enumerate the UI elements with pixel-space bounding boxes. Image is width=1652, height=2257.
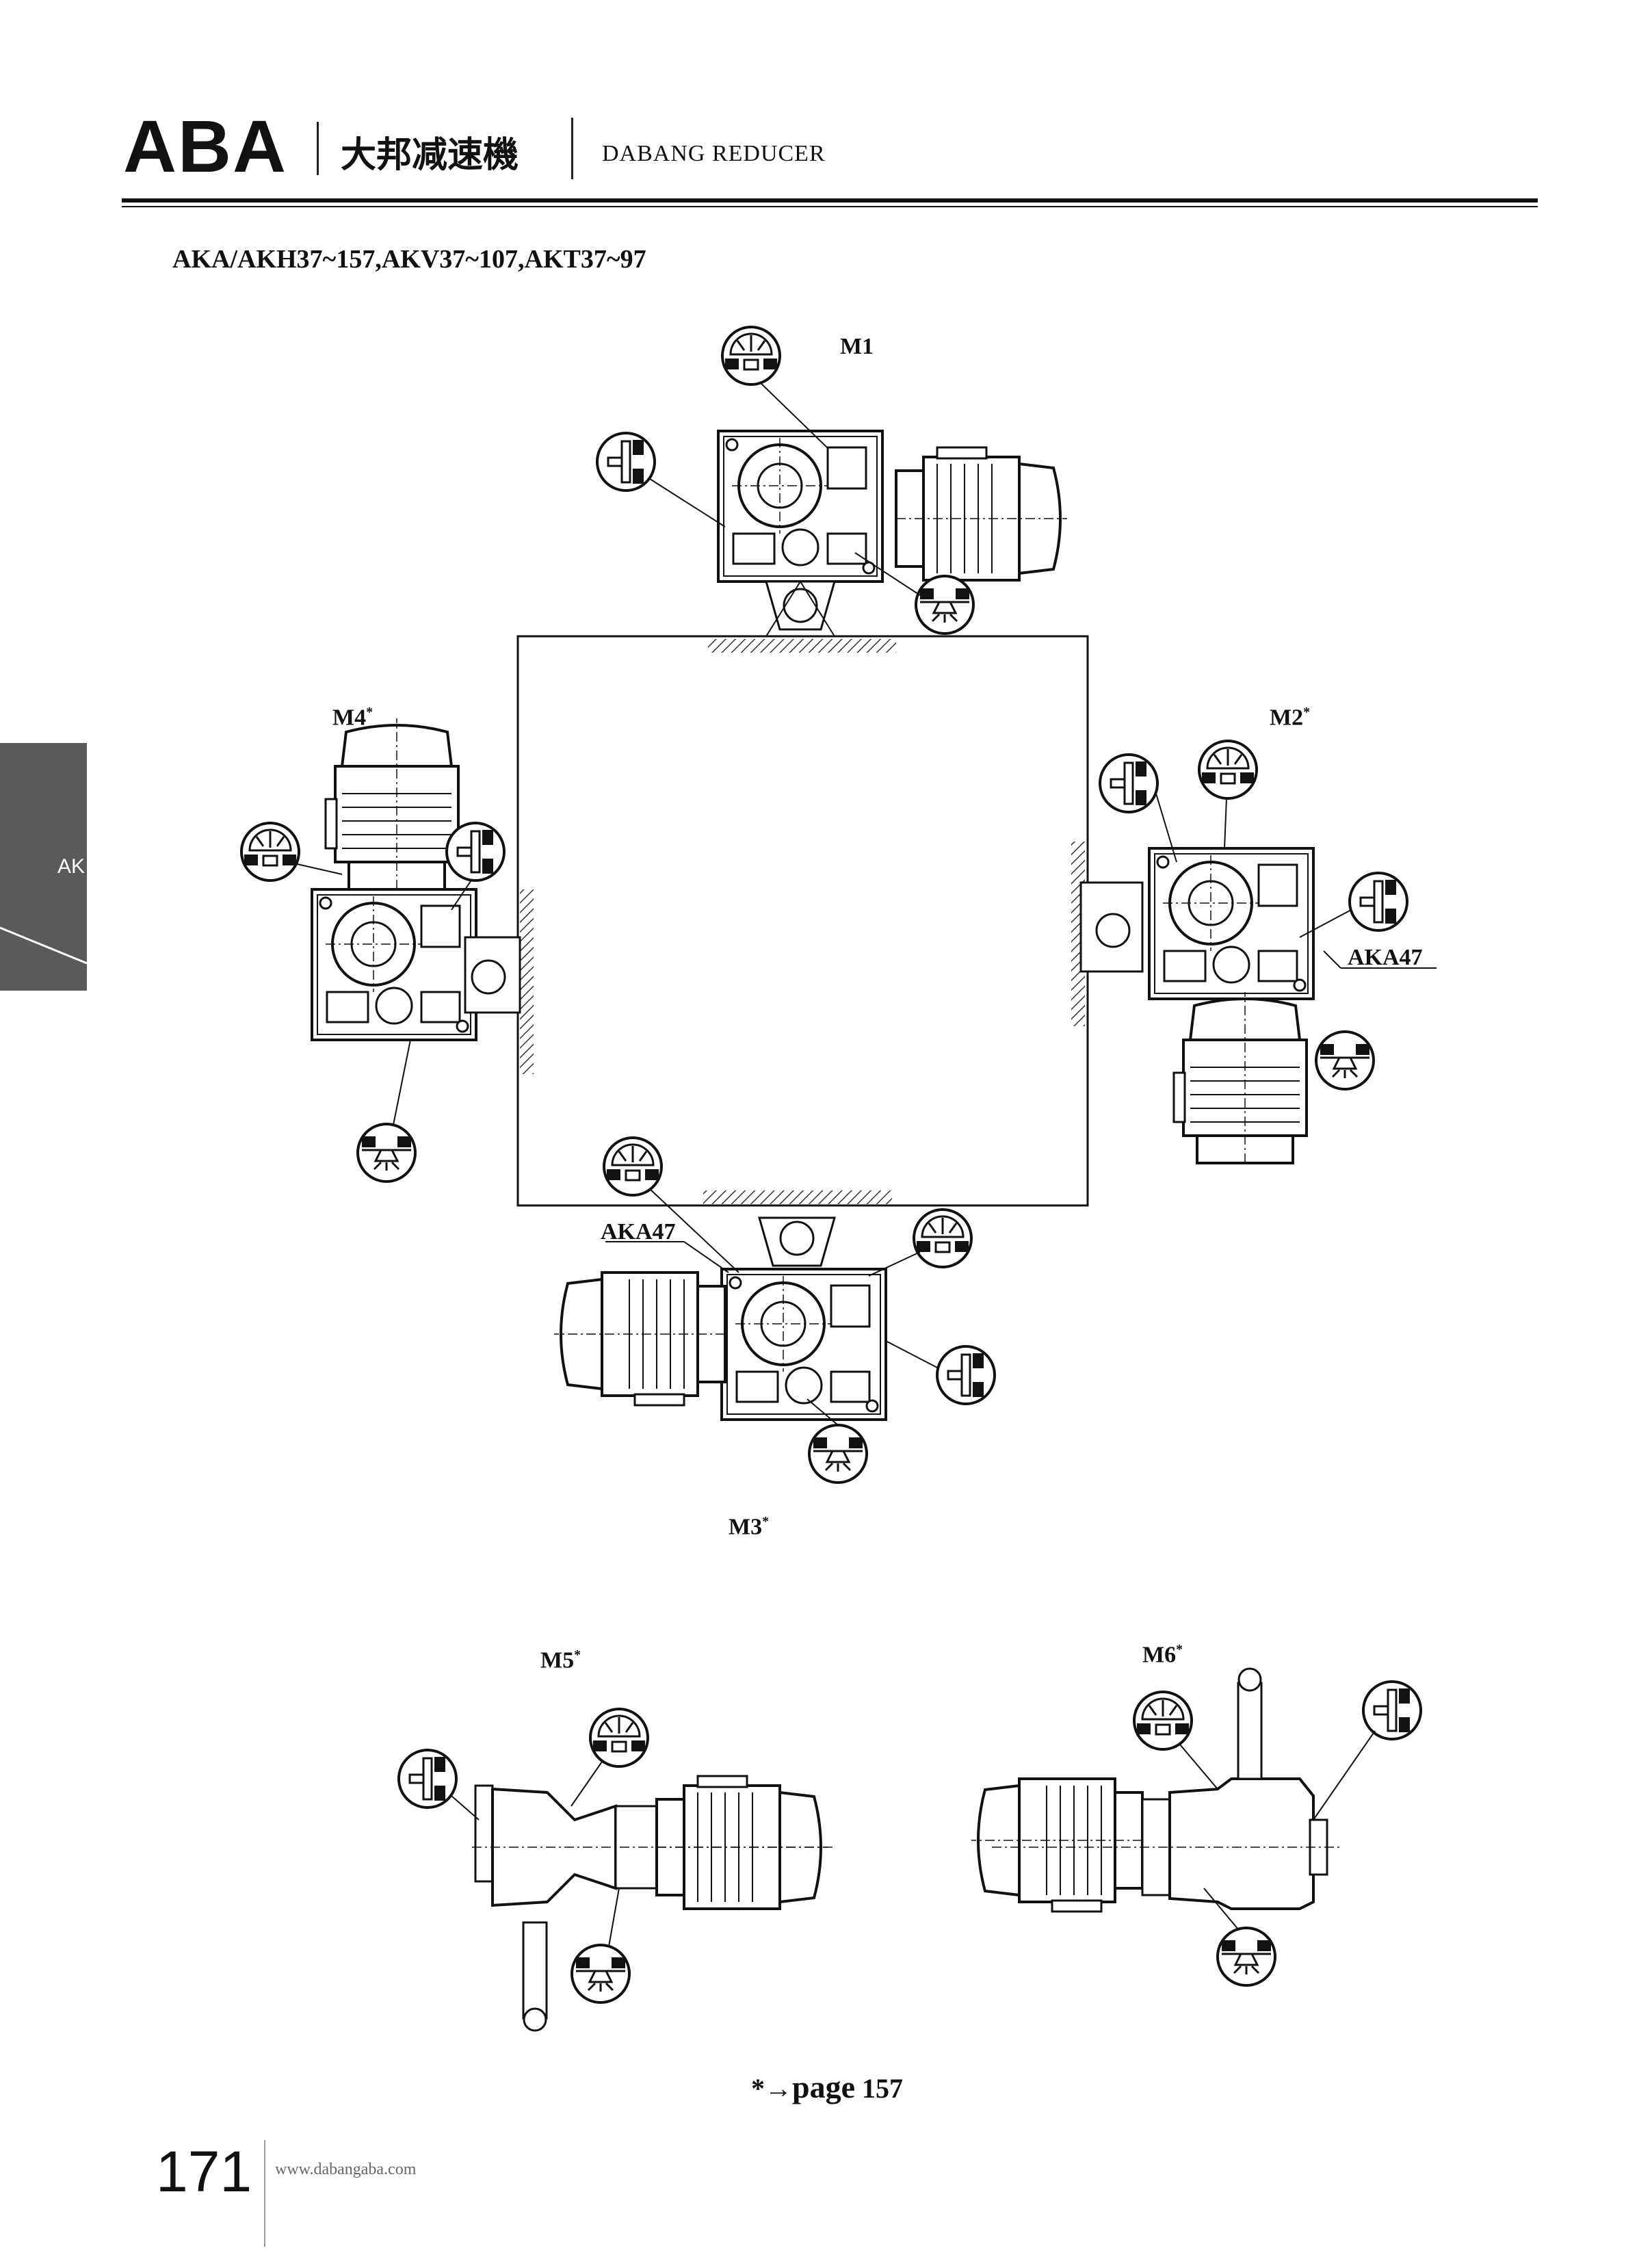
m2-plug-icon	[1099, 753, 1159, 813]
page-number: 171	[156, 2139, 252, 2204]
m3-drain-icon	[808, 1424, 868, 1484]
page-title: AKA/AKH37~157,AKV37~107,AKT37~97	[172, 245, 646, 274]
m1-gear-unit	[717, 430, 1068, 637]
side-tab-label: AK	[57, 855, 86, 878]
hatch-top	[708, 639, 896, 653]
m6-breather-icon	[1133, 1691, 1193, 1751]
hatch-left	[520, 889, 534, 1074]
m3-gear-unit	[553, 1216, 887, 1421]
m2-breather-icon	[1198, 740, 1258, 800]
m2-plug-icon-2	[1348, 872, 1408, 932]
mounting-frame	[516, 635, 1089, 1207]
variant-note-bottom: AKA47	[601, 1219, 676, 1244]
m5-gear-unit	[472, 1775, 835, 2032]
m6-drain-icon	[1216, 1927, 1276, 1987]
m1-drain-icon	[915, 575, 975, 635]
header-rule	[122, 198, 1538, 203]
variant-note-right: AKA47	[1348, 945, 1423, 970]
m3-breather-icon-2	[913, 1208, 973, 1268]
m4-breather-icon	[240, 822, 300, 882]
m4-drain-icon	[356, 1123, 417, 1183]
m5-plug-icon	[397, 1749, 458, 1809]
side-tab-diagonal	[0, 926, 87, 965]
brand-logo: ABA	[123, 105, 287, 187]
m3-breather-icon	[603, 1136, 663, 1197]
header-rule-thin	[122, 206, 1538, 207]
position-label-m2: M2*	[1270, 705, 1311, 731]
page-reference-note: *→page 157	[751, 2070, 903, 2104]
position-label-m1: M1	[840, 334, 874, 359]
m2-gear-unit	[1079, 847, 1315, 1164]
m6-gear-unit	[970, 1667, 1341, 1913]
m5-drain-icon	[571, 1944, 631, 2004]
hatch-bottom	[703, 1190, 892, 1204]
m5-breather-icon	[589, 1708, 649, 1768]
m4-gear-unit	[311, 717, 521, 1041]
position-label-m4: M4*	[332, 705, 373, 731]
m6-plug-icon	[1362, 1680, 1422, 1740]
header-divider	[317, 122, 319, 175]
position-label-m3: M3*	[729, 1514, 770, 1540]
brand-chinese-name: 大邦减速機	[341, 135, 519, 176]
position-label-m6: M6*	[1142, 1642, 1183, 1668]
header-divider	[571, 118, 573, 179]
position-label-m5: M5*	[540, 1647, 581, 1673]
m1-breather-icon	[721, 326, 781, 386]
m1-plug-icon	[596, 432, 656, 492]
footer-divider	[264, 2140, 265, 2247]
brand-english-name: DABANG REDUCER	[602, 141, 826, 166]
m4-plug-icon	[445, 822, 506, 882]
m3-plug-icon	[936, 1345, 996, 1405]
m2-drain-icon	[1315, 1030, 1375, 1091]
website-link[interactable]: www.dabangaba.com	[275, 2161, 417, 2178]
section-side-tab[interactable]	[0, 743, 87, 991]
